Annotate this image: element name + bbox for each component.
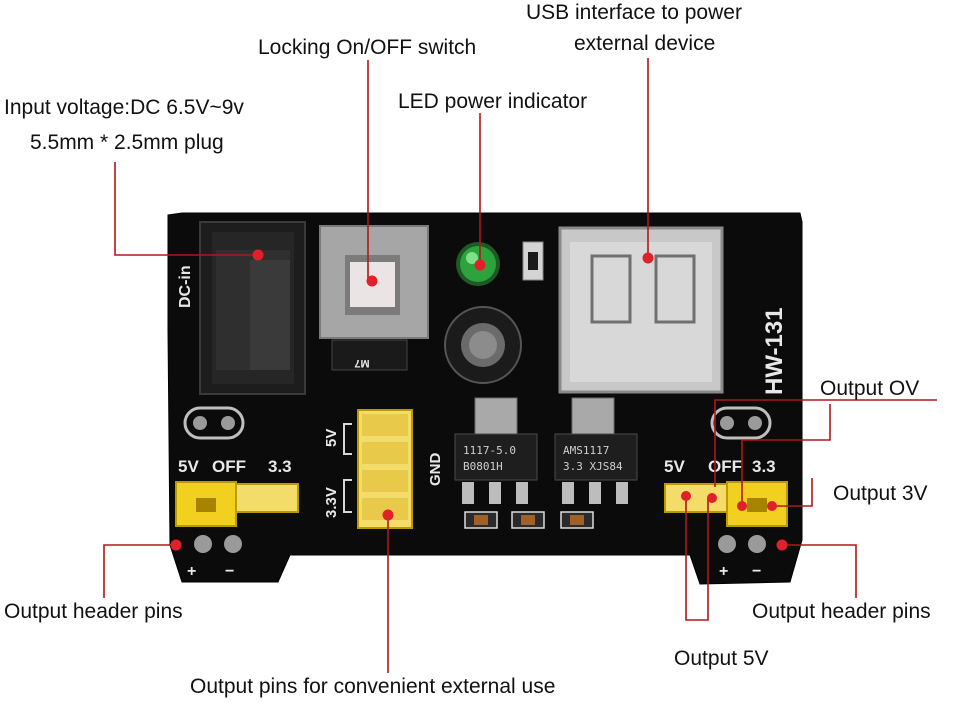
left-jumper[interactable] [175, 481, 299, 527]
led-indicator [456, 242, 500, 286]
pads-top-right [710, 406, 772, 440]
leader-0v-b [741, 404, 831, 506]
locking-switch[interactable] [319, 225, 429, 371]
silk-gnd: GND [427, 453, 444, 487]
label-header-left: Output header pins [4, 600, 183, 623]
middle-header-pins[interactable] [357, 409, 413, 529]
pads-bottom-right [718, 535, 766, 553]
capacitor [444, 306, 522, 384]
leader-3v [772, 478, 813, 507]
silk-right-5v: 5V [664, 457, 685, 476]
silk-mid-33v: 3.3V [323, 487, 340, 518]
label-output-0v: Output OV [820, 377, 920, 400]
silk-plus-left: + [187, 563, 196, 580]
silk-minus-right: − [752, 563, 761, 580]
silk-mid-5v: 5V [323, 429, 340, 447]
pads-top-left [183, 406, 245, 440]
silk-right-off: OFF [708, 457, 742, 476]
pads-bottom-left [194, 535, 242, 553]
label-usb-2: external device [574, 32, 716, 55]
label-plug-size: 5.5mm * 2.5mm plug [30, 131, 224, 154]
label-led: LED power indicator [398, 90, 588, 113]
label-usb-1: USB interface to power [526, 1, 742, 24]
silk-left-off: OFF [212, 457, 246, 476]
leader-header-right [782, 544, 857, 598]
label-switch: Locking On/OFF switch [258, 36, 477, 59]
chip2-line2: 3.3 XJS84 [563, 460, 623, 473]
silk-switch-mark: M7 [354, 357, 369, 369]
silk-left-33: 3.3 [268, 457, 292, 476]
leader-5v [685, 496, 709, 621]
label-output-3v: Output 3V [833, 482, 928, 505]
silk-left-5v: 5V [178, 457, 199, 476]
usb-port[interactable] [558, 226, 724, 394]
leader-0v [714, 399, 937, 487]
silk-model: HW-131 [761, 307, 788, 395]
dc-barrel-jack [199, 221, 306, 395]
label-output-pins: Output pins for convenient external use [190, 675, 556, 698]
label-input-voltage: Input voltage:DC 6.5V~9v [4, 96, 244, 119]
red-markers [170, 249, 788, 551]
silk-dc-in: DC-in [177, 265, 194, 308]
chip1-line2: B0801H [463, 460, 503, 473]
smd-capacitors [464, 511, 594, 529]
regulator-3v3 [554, 397, 638, 504]
leader-lines [103, 58, 937, 673]
regulator-5v [454, 397, 538, 504]
silk-plus-right: + [719, 563, 728, 580]
silk-right-33: 3.3 [752, 457, 776, 476]
chip1-line1: 1117-5.0 [463, 444, 516, 457]
silk-minus-left: − [225, 563, 234, 580]
leader-input-voltage [114, 162, 258, 256]
chip2-line1: AMS1117 [563, 444, 609, 457]
label-header-right: Output header pins [752, 600, 931, 623]
leader-header-left [103, 544, 176, 598]
label-output-5v: Output 5V [674, 647, 769, 670]
